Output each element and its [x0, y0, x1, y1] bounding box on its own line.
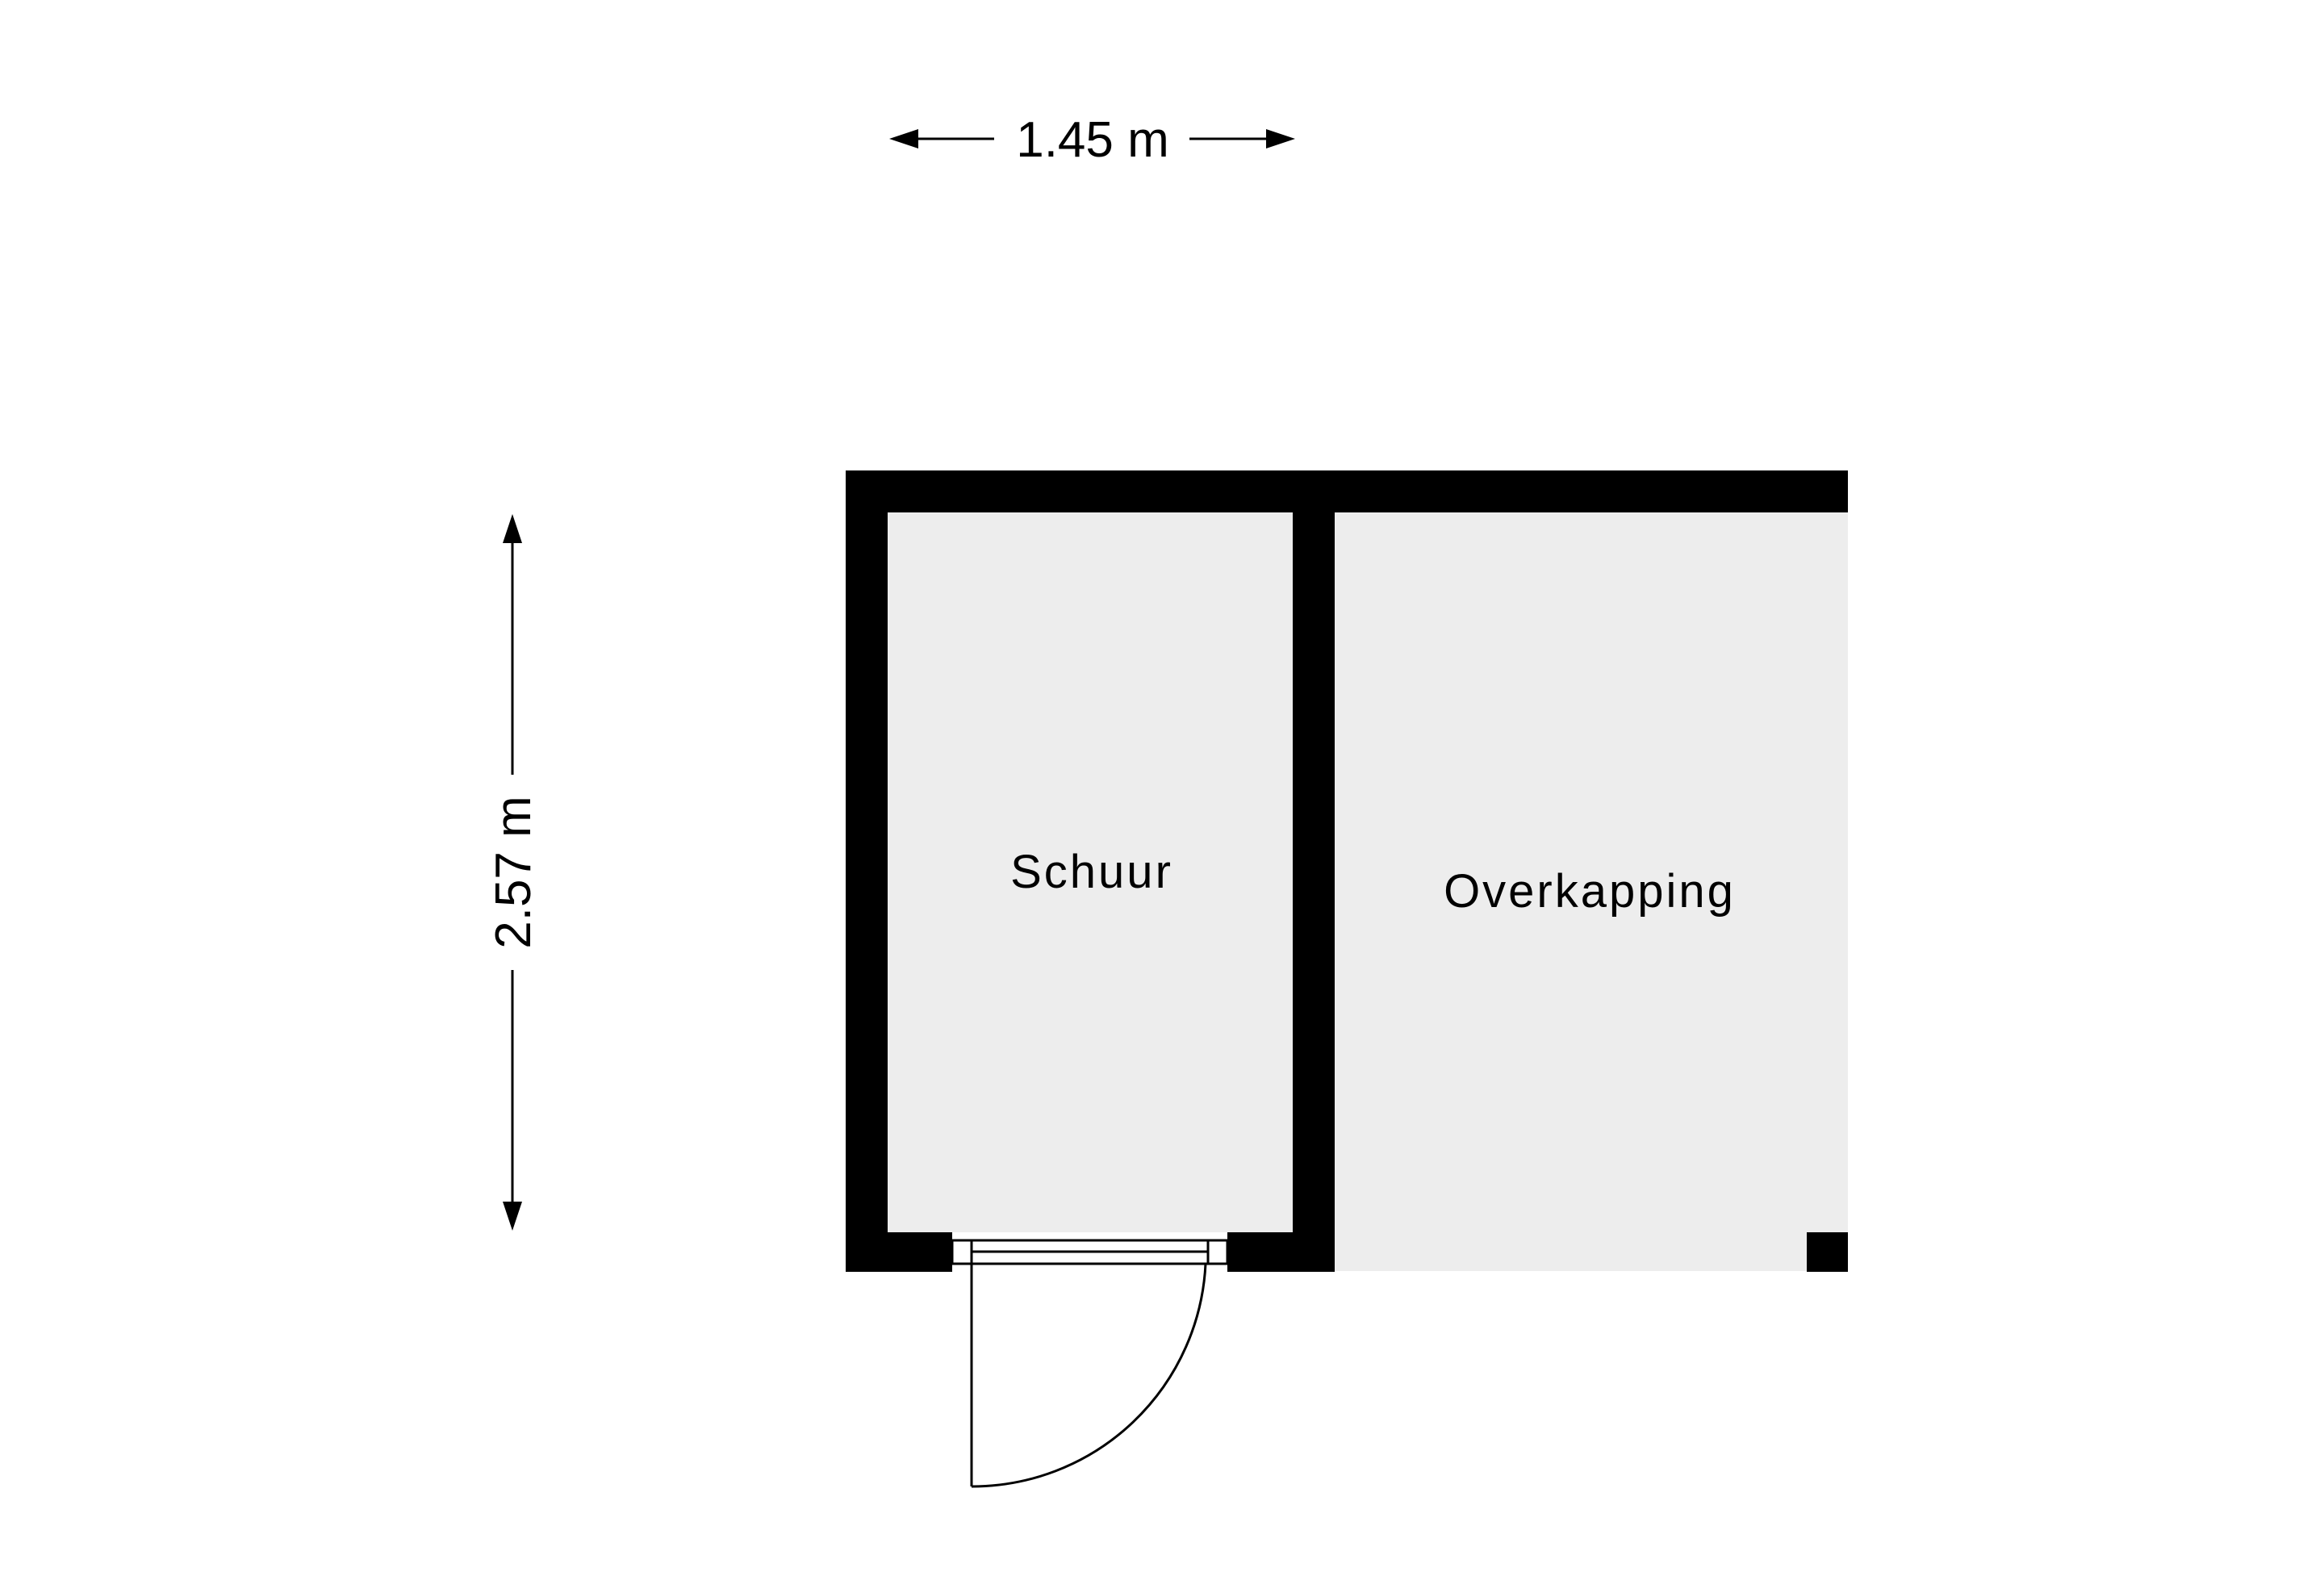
room-label-schuur: Schuur	[1010, 846, 1173, 898]
arrow-down-icon	[503, 1202, 522, 1231]
middle-wall	[1293, 470, 1335, 1272]
arrow-right-icon	[1266, 129, 1295, 148]
arrow-left-icon	[889, 129, 918, 148]
door-frame-right	[1206, 1239, 1229, 1265]
bottom-wall-right-segment	[1227, 1232, 1335, 1272]
height-dimension-label: 2.57 m	[486, 796, 541, 949]
door-frame-left	[951, 1239, 973, 1265]
height-dimension: 2.57 m	[486, 514, 541, 1231]
room-label-overkapping: Overkapping	[1444, 865, 1736, 918]
width-dimension-label: 1.45 m	[1016, 112, 1169, 168]
top-wall	[846, 470, 1848, 512]
corner-post	[1807, 1232, 1848, 1272]
width-dimension: 1.45 m	[889, 112, 1295, 168]
left-wall	[846, 470, 888, 1272]
door	[951, 1239, 1229, 1488]
door-swing-arc	[971, 1263, 1207, 1488]
overkapping-floor	[1335, 512, 1848, 1271]
schuur-floor	[888, 512, 1293, 1232]
bottom-wall-left-segment	[846, 1232, 952, 1272]
walls	[846, 470, 1848, 1272]
arrow-up-icon	[503, 514, 522, 543]
